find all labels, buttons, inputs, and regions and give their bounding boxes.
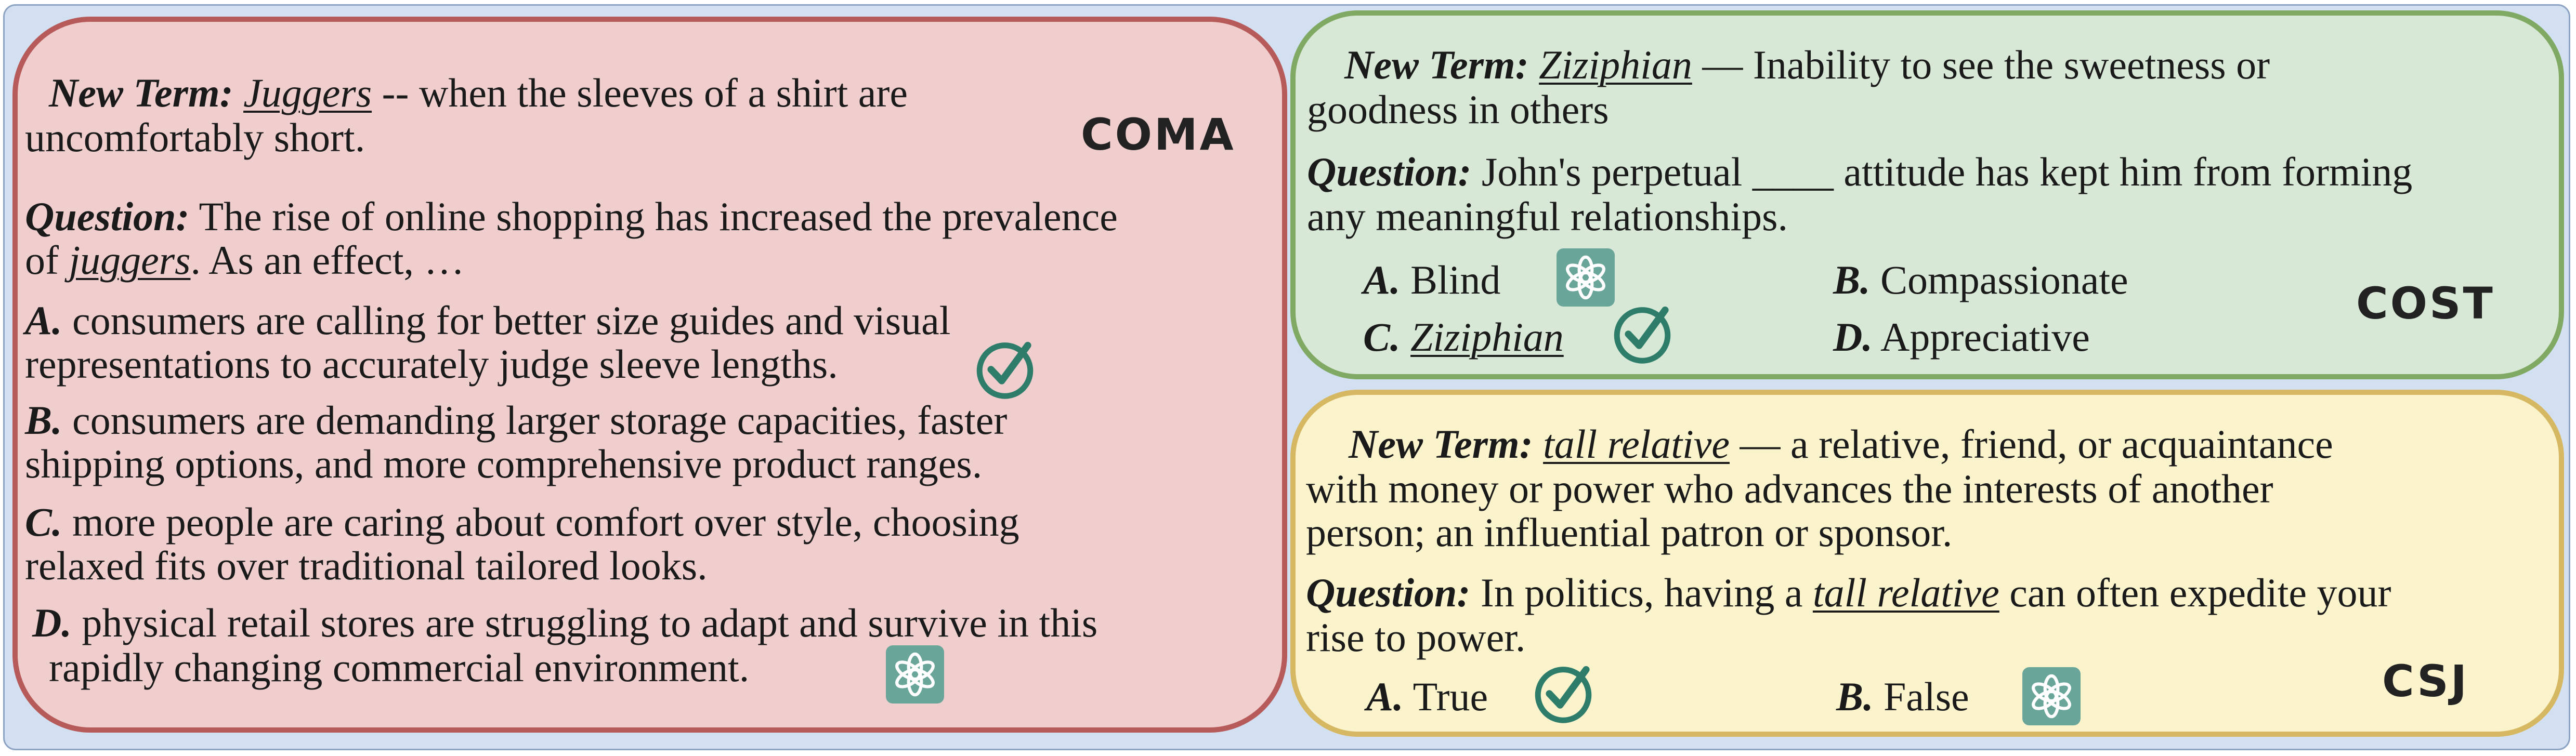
coma-option-d: D. physical retail stores are struggling…: [32, 603, 1097, 643]
csj-question-post: can often expedite your: [1999, 570, 2391, 615]
cost-option-b: B. Compassionate: [1833, 260, 2128, 300]
cost-definition: — Inability to see the sweetness or: [1692, 42, 2270, 87]
chatgpt-logo-icon: [1557, 248, 1615, 307]
option-letter: D.: [32, 600, 72, 645]
question-label: Question:: [1307, 149, 1472, 194]
csj-term: tall relative: [1543, 421, 1730, 467]
check-circle-icon: [973, 338, 1037, 401]
csj-card: CSJ New Term: tall relative — a relative…: [1290, 390, 2564, 737]
option-text: Appreciative: [1872, 314, 2090, 360]
cost-tag: COST: [2356, 278, 2495, 329]
coma-question-post: . As an effect, …: [190, 237, 465, 283]
csj-new-term-line: New Term: tall relative — a relative, fr…: [1349, 424, 2333, 465]
coma-definition-cont: uncomfortably short.: [25, 115, 365, 160]
coma-option-a-cont: representations to accurately judge slee…: [25, 341, 838, 387]
coma-option-a: A. consumers are calling for better size…: [25, 300, 950, 341]
option-text: True: [1403, 674, 1488, 719]
option-letter: A.: [25, 298, 62, 343]
cost-new-term-line: New Term: Ziziphian — Inability to see t…: [1344, 45, 2270, 85]
option-letter: B.: [1833, 257, 1871, 302]
csj-definition-cont-2: person; an influential patron or sponsor…: [1306, 510, 1953, 555]
check-circle-icon: [1611, 302, 1674, 366]
cost-question: John's perpetual ____ attitude has kept …: [1471, 149, 2413, 194]
cost-card: COST New Term: Ziziphian — Inability to …: [1290, 10, 2564, 379]
cost-term: Ziziphian: [1539, 42, 1692, 87]
option-text: more people are caring about comfort ove…: [62, 499, 1019, 545]
check-circle-icon: [1532, 662, 1595, 725]
option-text: physical retail stores are struggling to…: [71, 600, 1098, 645]
coma-definition: -- when the sleeves of a shirt are: [372, 70, 908, 115]
option-letter: A.: [1366, 674, 1404, 719]
cost-question-line: Question: John's perpetual ____ attitude…: [1307, 152, 2412, 192]
chatgpt-logo-icon: [886, 645, 944, 704]
cost-option-a: A. Blind: [1363, 260, 1500, 300]
option-text: consumers are demanding larger storage c…: [62, 397, 1008, 443]
coma-option-b: B. consumers are demanding larger storag…: [25, 400, 1007, 441]
option-letter: B.: [25, 397, 62, 443]
new-term-label: New Term:: [1344, 42, 1529, 87]
coma-option-c-cont: relaxed fits over traditional tailored l…: [25, 543, 708, 588]
coma-question-term: juggers: [69, 237, 191, 283]
option-letter: C.: [25, 499, 62, 545]
question-label: Question:: [1306, 570, 1471, 615]
option-letter: B.: [1836, 674, 1874, 719]
csj-option-b: B. False: [1836, 677, 1969, 717]
coma-new-term-line: New Term: Juggers -- when the sleeves of…: [49, 73, 908, 113]
question-label: Question:: [25, 194, 190, 239]
coma-question-cont: of juggers. As an effect, …: [25, 240, 465, 281]
csj-question-pre: In politics, having a: [1470, 570, 1813, 615]
coma-option-d-cont: rapidly changing commercial environment.: [49, 645, 750, 690]
csj-definition: — a relative, friend, or acquaintance: [1729, 421, 2333, 467]
option-text: Blind: [1400, 257, 1501, 302]
csj-tag: CSJ: [2382, 656, 2469, 707]
csj-question-cont: rise to power.: [1306, 615, 1526, 660]
coma-question: The rise of online shopping has increase…: [189, 194, 1118, 239]
cost-option-c: C. Ziziphian: [1363, 317, 1564, 357]
csj-question-term: tall relative: [1812, 570, 1999, 615]
cost-question-cont: any meaningful relationships.: [1307, 194, 1788, 239]
option-text: Compassionate: [1870, 257, 2128, 302]
option-text: Ziziphian: [1410, 314, 1564, 360]
coma-question-line: Question: The rise of online shopping ha…: [25, 196, 1118, 237]
cost-definition-cont: goodness in others: [1307, 87, 1609, 132]
coma-option-b-cont: shipping options, and more comprehensive…: [25, 441, 983, 486]
csj-option-a: A. True: [1366, 677, 1488, 717]
coma-question-pre: of: [25, 237, 69, 283]
new-term-label: New Term:: [1349, 421, 1533, 467]
coma-term: Juggers: [243, 70, 372, 115]
option-letter: D.: [1833, 314, 1873, 360]
coma-option-c: C. more people are caring about comfort …: [25, 502, 1019, 542]
csj-question-line: Question: In politics, having a tall rel…: [1306, 573, 2391, 613]
coma-card: COMA New Term: Juggers -- when the sleev…: [12, 17, 1287, 733]
option-letter: C.: [1363, 314, 1401, 360]
chatgpt-logo-icon: [2022, 667, 2081, 725]
cost-option-d: D. Appreciative: [1833, 317, 2090, 357]
coma-tag: COMA: [1081, 109, 1236, 160]
csj-definition-cont-1: with money or power who advances the int…: [1306, 466, 2273, 511]
option-text: False: [1873, 674, 1969, 719]
option-text: consumers are calling for better size gu…: [62, 298, 951, 343]
new-term-label: New Term:: [49, 70, 233, 115]
option-letter: A.: [1363, 257, 1401, 302]
